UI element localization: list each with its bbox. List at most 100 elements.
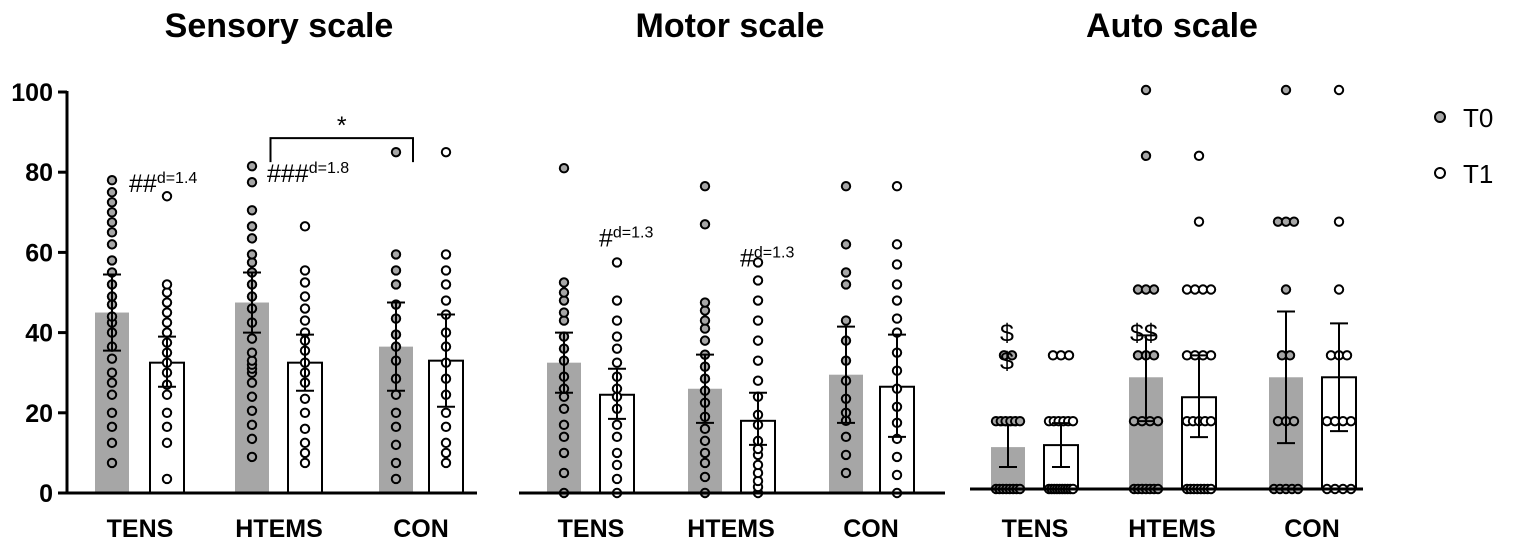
annotation-marker: #d=1.3 [599,224,653,252]
category-label: HTEMS [687,515,775,543]
data-point-t0 [840,239,852,250]
annotation-marker: ###d=1.8 [267,160,349,188]
data-point-t0 [246,419,258,431]
data-point-t0 [106,353,118,364]
data-point-t1 [299,291,311,302]
data-point-t1 [1345,415,1357,427]
data-point-t0 [699,457,711,469]
data-point-t1 [299,447,311,459]
data-point-t1 [752,315,764,326]
data-point-t0 [558,277,570,288]
data-point-t1 [1205,415,1217,427]
data-point-t0 [840,315,852,326]
y-tick-label: 20 [25,400,53,428]
data-point-t1 [752,335,764,346]
data-point-t1 [611,473,623,485]
data-point-t1 [299,315,311,326]
data-point-t0 [106,389,118,400]
data-point-t1 [161,307,173,318]
data-point-t0 [246,433,258,445]
data-point-t0 [1152,415,1164,427]
data-point-t0 [246,221,258,232]
data-point-t0 [699,471,711,483]
data-point-t0 [1014,415,1026,427]
annotation-marker: $ [1000,347,1014,375]
data-point-t0 [840,467,852,479]
data-point-t0 [1006,350,1018,361]
data-point-t0 [840,449,852,461]
data-point-t0 [1288,415,1300,427]
category-label: TENS [107,515,174,543]
data-point-t1 [161,191,173,202]
data-point-t1 [891,259,903,270]
data-point-t1 [611,419,623,431]
data-point-t1 [1333,284,1345,295]
data-point-t1 [161,317,173,328]
category-label: CON [393,515,449,543]
data-point-t1 [752,275,764,286]
data-point-t0 [246,177,258,188]
data-point-t0 [1148,284,1160,295]
data-point-t1 [161,327,173,338]
data-point-t0 [106,187,118,198]
data-point-t0 [390,389,402,400]
data-point-t1 [611,331,623,342]
data-point-t0 [699,447,711,459]
data-point-t1 [440,407,452,418]
category-label: CON [1284,515,1340,543]
data-point-t0 [558,447,570,459]
data-point-t1 [891,469,903,481]
data-point-t0 [390,457,402,469]
data-point-t0 [390,146,402,158]
data-point-t1 [1193,150,1205,162]
y-tick-label: 0 [39,480,53,508]
data-point-t1 [1205,350,1217,361]
data-point-t1 [440,457,452,469]
category-label: TENS [1002,515,1069,543]
category-label: TENS [558,515,625,543]
data-point-t0 [106,407,118,418]
y-tick-label: 80 [25,159,53,187]
data-point-t0 [558,287,570,298]
data-point-t0 [246,377,258,388]
data-point-t0 [558,162,570,174]
data-point-t0 [840,279,852,290]
data-point-t0 [558,431,570,443]
data-point-t0 [106,175,118,186]
data-point-t0 [246,233,258,244]
category-label: HTEMS [1128,515,1216,543]
data-point-t0 [699,435,711,447]
data-point-t1 [299,277,311,288]
data-point-t0 [106,367,118,378]
y-tick-label: 40 [25,320,53,348]
data-point-t1 [299,437,311,449]
data-point-t1 [1333,84,1345,96]
data-point-t0 [246,405,258,416]
data-point-t0 [390,439,402,451]
legend-marker-t1 [1434,167,1446,179]
data-point-t1 [611,257,623,268]
panel-title: Auto scale [1086,7,1258,45]
data-point-t1 [440,295,452,306]
y-tick-label: 100 [11,79,53,107]
legend-marker-t0 [1434,111,1446,123]
data-point-t1 [440,249,452,260]
data-point-t1 [891,181,903,192]
data-point-t0 [840,431,852,443]
data-point-t0 [558,419,570,431]
data-point-t0 [699,315,711,326]
data-point-t1 [752,257,764,268]
effect-size: d=1.3 [613,224,654,241]
panel-title: Motor scale [636,7,825,45]
data-point-t1 [891,295,903,306]
data-point-t1 [299,407,311,418]
annotation-marker: $ [1000,319,1014,347]
data-point-t0 [106,239,118,250]
annotation-marker: $$ [1130,319,1158,347]
data-point-t1 [611,315,623,326]
data-point-t0 [1284,350,1296,361]
data-point-t1 [891,313,903,324]
